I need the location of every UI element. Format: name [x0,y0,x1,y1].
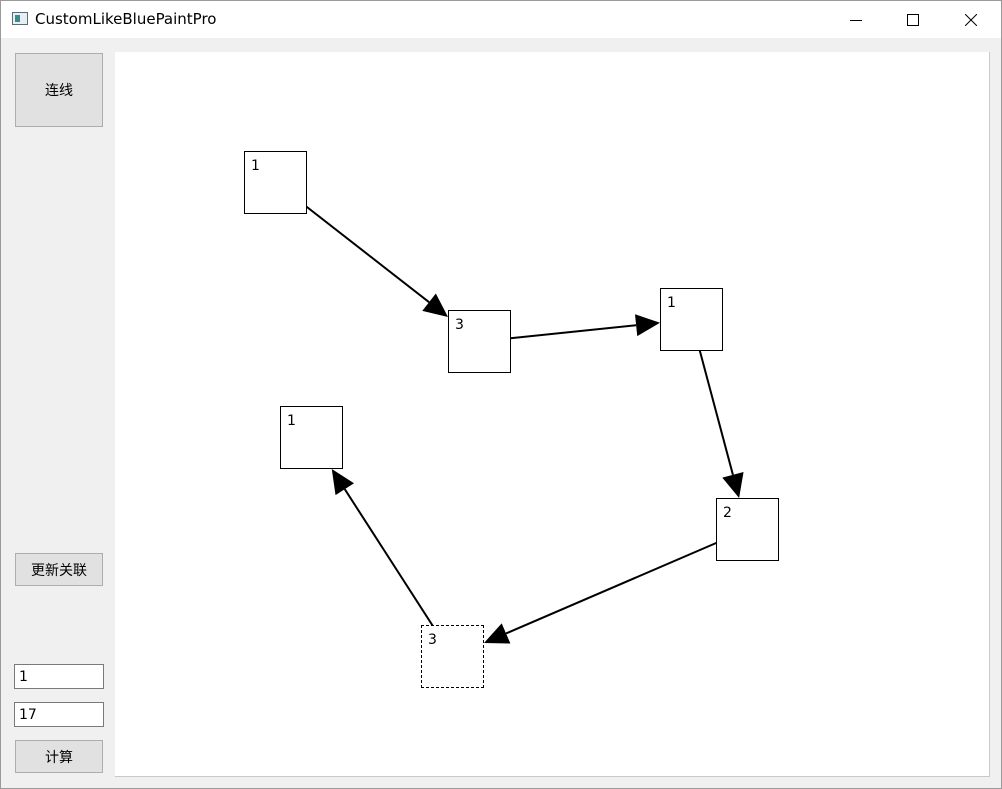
node-label: 1 [251,158,260,174]
node-box[interactable]: 3 [448,310,511,373]
app-icon [12,12,28,25]
maximize-button[interactable] [884,1,942,38]
link-line [505,528,748,635]
close-icon [965,13,977,26]
close-button[interactable] [942,1,1000,38]
minimize-icon [850,19,862,21]
node-label: 1 [667,295,676,311]
update-relations-button[interactable]: 更新关联 [15,553,103,586]
node-box[interactable]: 1 [280,406,343,469]
window-title: CustomLikeBluePaintPro [35,10,217,28]
node-box[interactable]: 1 [244,151,307,214]
arrowhead-icon [422,293,448,317]
node-box[interactable]: 1 [660,288,723,351]
arrowhead-icon [331,469,355,496]
arrowhead-icon [484,623,511,644]
value-input-2[interactable] [14,702,104,727]
node-box[interactable]: 2 [716,498,779,561]
title-bar: CustomLikeBluePaintPro [1,1,1001,38]
connect-button[interactable]: 连线 [15,53,103,127]
maximize-icon [907,13,919,26]
compute-button[interactable]: 计算 [15,740,103,773]
node-label: 3 [428,632,437,648]
minimize-button[interactable] [827,1,885,38]
arrowhead-icon [722,471,744,498]
node-label: 2 [723,505,732,521]
node-label: 3 [455,317,464,333]
node-box-selected[interactable]: 3 [421,625,484,688]
arrowhead-icon [634,314,660,337]
node-label: 1 [287,413,296,429]
drawing-canvas[interactable]: 1 3 1 2 3 1 [115,52,990,777]
value-input-1[interactable] [14,664,104,689]
